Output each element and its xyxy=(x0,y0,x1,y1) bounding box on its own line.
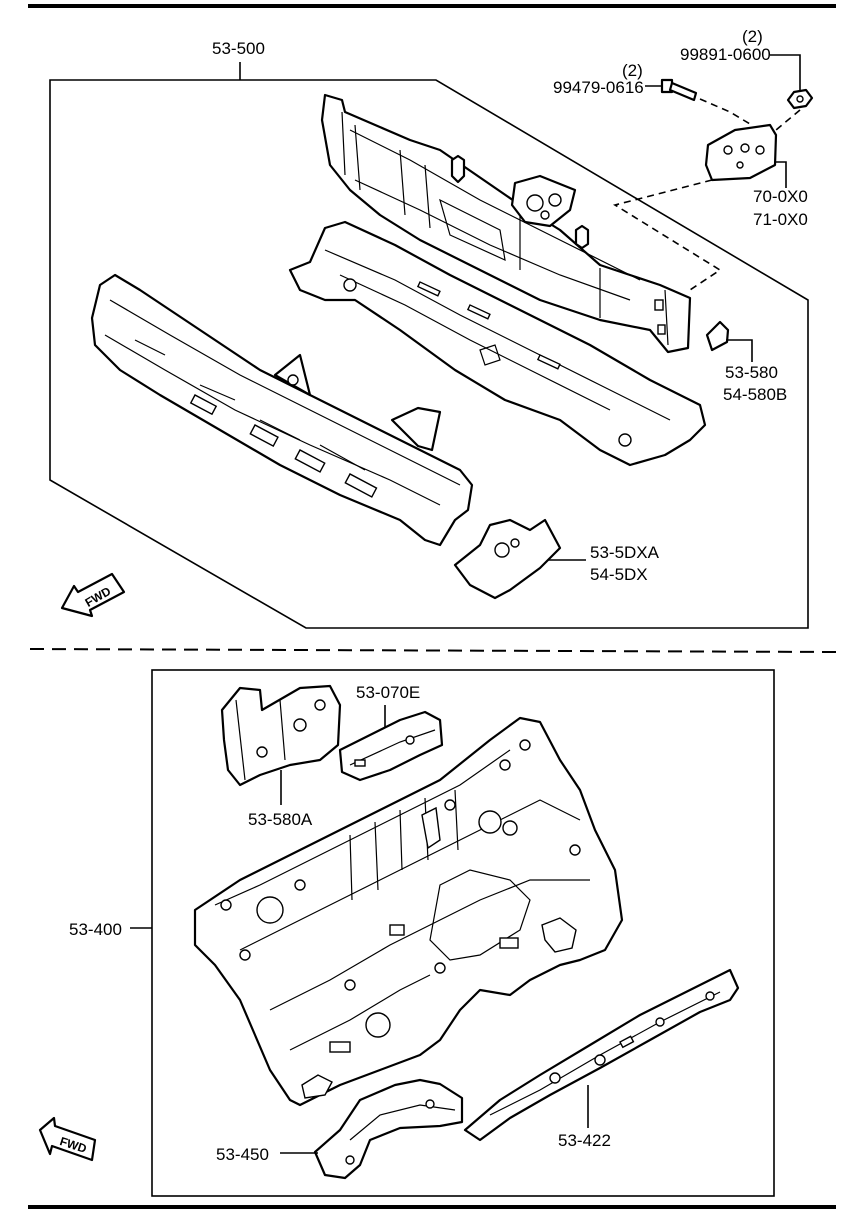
label-cowl-assy: 53-500 xyxy=(212,39,265,58)
leader-nut xyxy=(770,54,801,90)
label-nut: 99891-0600 xyxy=(680,45,771,64)
label-gusset-a: 53-5DXA xyxy=(590,543,660,562)
stud-clip-2 xyxy=(574,224,590,250)
label-side-member: 53-422 xyxy=(558,1131,611,1150)
fwd-arrow-icon: FWD xyxy=(60,572,126,618)
leader-bracket xyxy=(775,161,787,188)
label-clip-b: 54-580B xyxy=(723,385,787,404)
mounting-bracket xyxy=(510,174,577,228)
bolt-icon xyxy=(660,78,698,102)
label-brace-plate: 53-580A xyxy=(248,810,313,829)
label-bolt-qty: (2) xyxy=(622,61,643,80)
lower-gusset xyxy=(453,518,562,600)
leader-clip xyxy=(726,339,753,362)
nut-icon xyxy=(786,88,814,110)
lower-cowl-panel xyxy=(90,273,474,547)
label-nut-qty: (2) xyxy=(742,27,763,46)
fwd-arrow-icon: FWD xyxy=(38,1116,97,1162)
stud-clip-1 xyxy=(450,154,466,184)
floor-member xyxy=(313,1078,464,1180)
hinge-bracket xyxy=(704,123,778,182)
bracket-guide-line xyxy=(612,109,801,291)
brace-plate xyxy=(220,684,342,787)
label-bracket-a: 70-0X0 xyxy=(753,187,808,206)
gusset-hole xyxy=(287,374,299,386)
reinforcement-bracket xyxy=(338,710,444,782)
label-dash-panel: 53-400 xyxy=(69,920,122,939)
side-member xyxy=(463,968,740,1142)
upper-cowl-panel xyxy=(320,93,692,354)
label-bolt: 99479-0616 xyxy=(553,78,644,97)
corner-bracket xyxy=(390,406,442,452)
label-gusset-b: 54-5DX xyxy=(590,565,648,584)
label-bracket-b: 71-0X0 xyxy=(753,210,808,229)
cowl-cross-member xyxy=(288,220,707,467)
cowl-group-frame xyxy=(49,79,809,629)
dash-panel xyxy=(193,716,624,1107)
clip-part xyxy=(705,320,730,352)
section-divider xyxy=(29,648,837,653)
label-floor-member: 53-450 xyxy=(216,1145,269,1164)
label-clip-a: 53-580 xyxy=(725,363,778,382)
dash-group-frame xyxy=(151,669,775,1197)
label-reinforce: 53-070E xyxy=(356,683,420,702)
bolt-guide-line xyxy=(699,98,751,125)
